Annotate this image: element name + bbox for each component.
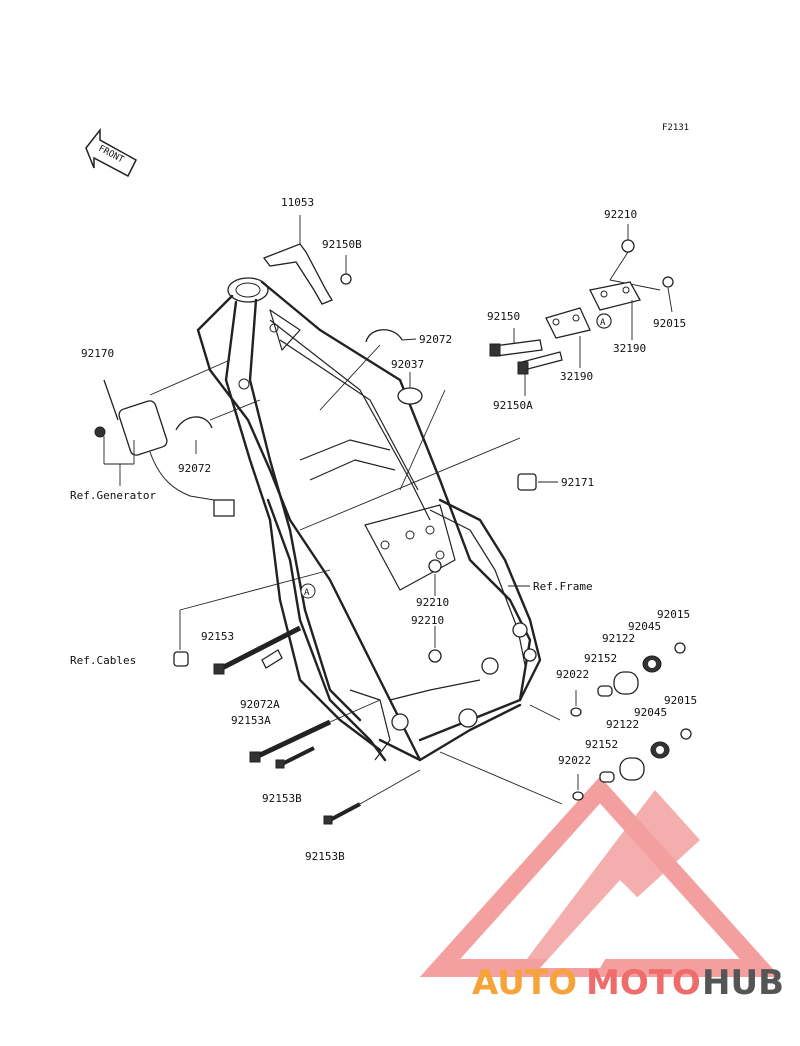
label-92037: 92037 [391,358,424,371]
label-92170: 92170 [81,347,114,360]
label-92072-left: 92072 [178,462,211,475]
label-92150: 92150 [487,310,520,323]
spacer-group-upper [529,642,686,721]
label-92122-r2: 92122 [606,718,639,731]
label-92171: 92171 [561,476,594,489]
label-92210-mid2: 92210 [411,614,444,627]
bracket-11053 [262,215,352,305]
label-92153B-1: 92153B [262,792,302,805]
label-92210-top: 92210 [604,208,637,221]
label-11053: 11053 [281,196,314,209]
watermark-auto: AUTO [472,963,577,1003]
label-92153: 92153 [201,630,234,643]
cdi-unit [94,359,235,517]
label-92210-mid1: 92210 [416,596,449,609]
label-92150B: 92150B [322,238,362,251]
figure-code: F2131 [662,123,689,133]
spacer-group-lower [439,728,692,805]
label-92022-r1: 92022 [556,668,589,681]
ref-a-label-right: A [600,318,606,328]
clamp-92072-top [319,329,417,411]
label-92015-r2: 92015 [664,694,697,707]
bolt-92153A [249,699,381,763]
watermark-text: AUTO MOTO HUB [472,963,784,1003]
grommet-92171 [517,473,558,491]
ref-a-circle-left: A [300,583,316,599]
nuts-92210-mid [428,559,442,663]
clamp-92072-left [175,399,261,454]
watermark-moto: MOTO [586,963,701,1003]
label-ref-cables: Ref.Cables [70,654,136,667]
bolt-92153 [173,569,331,675]
label-92072A: 92072A [240,698,280,711]
label-92153A: 92153A [231,714,271,727]
ref-a-circle-right: A [596,313,612,329]
label-92022-r2: 92022 [558,754,591,767]
label-92152-r2: 92152 [585,738,618,751]
label-92015-top: 92015 [653,317,686,330]
bolt-92153B [275,746,421,825]
label-92153B-2: 92153B [305,850,345,863]
motorcycle-frame [196,277,542,762]
label-92072-top: 92072 [419,333,452,346]
label-32190-a: 32190 [613,342,646,355]
label-92045-r1: 92045 [628,620,661,633]
engine-bracket-assembly [299,224,674,531]
label-ref-generator: Ref.Generator [70,489,156,502]
clip-92037 [397,372,446,491]
label-ref-frame: Ref.Frame [533,580,593,593]
label-32190-b: 32190 [560,370,593,383]
label-92045-r2: 92045 [634,706,667,719]
ref-a-label-left: A [304,588,310,598]
label-92122-r1: 92122 [602,632,635,645]
watermark-logo-icon [419,776,781,977]
label-92015-r1: 92015 [657,608,690,621]
watermark-hub: HUB [702,963,784,1003]
front-arrow-icon: FRONT [85,127,137,178]
label-92152-r1: 92152 [584,652,617,665]
label-92150A: 92150A [493,399,533,412]
